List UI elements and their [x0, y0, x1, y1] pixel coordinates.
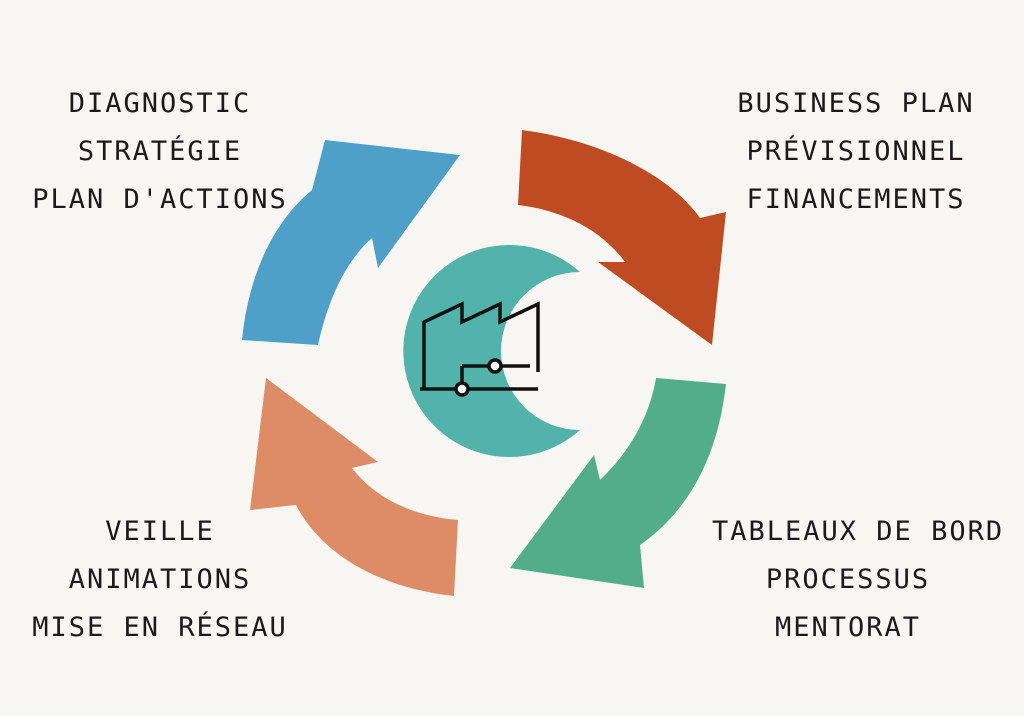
stage-label-top-right: BUSINESS PLAN PRÉVISIONNEL FINANCEMENTS — [726, 80, 986, 224]
stage-line: MISE EN RÉSEAU — [32, 612, 288, 643]
arrow-top-left — [242, 140, 460, 345]
stage-line: BUSINESS PLAN — [737, 88, 975, 119]
stage-line: PRÉVISIONNEL — [746, 136, 966, 167]
stage-line: ANIMATIONS — [68, 564, 252, 595]
arrow-bottom-right — [510, 378, 726, 588]
stage-label-top-left: DIAGNOSTIC STRATÉGIE PLAN D'ACTIONS — [30, 80, 290, 224]
stage-line: FINANCEMENTS — [746, 184, 966, 215]
stage-label-bottom-right: TABLEAUX DE BORD PROCESSUS MENTORAT — [712, 508, 1005, 652]
center-circle — [403, 245, 580, 458]
stage-label-bottom-left: VEILLE ANIMATIONS MISE EN RÉSEAU — [30, 508, 290, 652]
stage-line: MENTORAT — [774, 612, 922, 643]
stage-line: STRATÉGIE — [77, 136, 243, 167]
arrow-top-right — [518, 130, 726, 345]
stage-line: PROCESSUS — [765, 564, 931, 595]
stage-line: PLAN D'ACTIONS — [32, 184, 288, 215]
factory-icon — [420, 301, 540, 397]
stage-line: VEILLE — [105, 516, 215, 547]
stage-line: TABLEAUX DE BORD — [712, 516, 1005, 547]
arrow-bottom-left — [250, 378, 458, 596]
stage-line: DIAGNOSTIC — [68, 88, 252, 119]
